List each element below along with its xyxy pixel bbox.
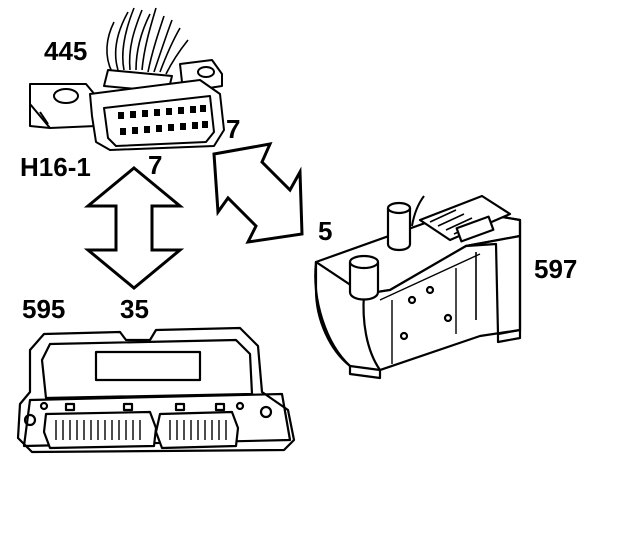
arrow-connector-to-ecu xyxy=(83,166,185,290)
label-ecu-pin: 35 xyxy=(120,294,149,324)
label-connector-ref: H16-1 xyxy=(20,152,91,182)
ecu-pins-left xyxy=(55,420,141,440)
connector-pins xyxy=(118,105,208,135)
label-connector-id: 445 xyxy=(44,36,87,66)
wire-bundle xyxy=(106,7,189,75)
label-pin-to-ecu: 7 xyxy=(148,150,162,180)
label-heater-id: 597 xyxy=(534,254,577,284)
label-ecu-id: 595 xyxy=(22,294,65,324)
label-heater-pin: 5 xyxy=(318,216,332,246)
heater-unit-drawing xyxy=(314,194,522,380)
ecu-pins-right xyxy=(169,420,227,440)
label-pin-to-heater: 7 xyxy=(226,114,240,144)
arrow-connector-to-heater xyxy=(212,142,304,244)
diagnostic-connector-drawing xyxy=(29,7,225,151)
control-module-drawing xyxy=(16,326,296,454)
